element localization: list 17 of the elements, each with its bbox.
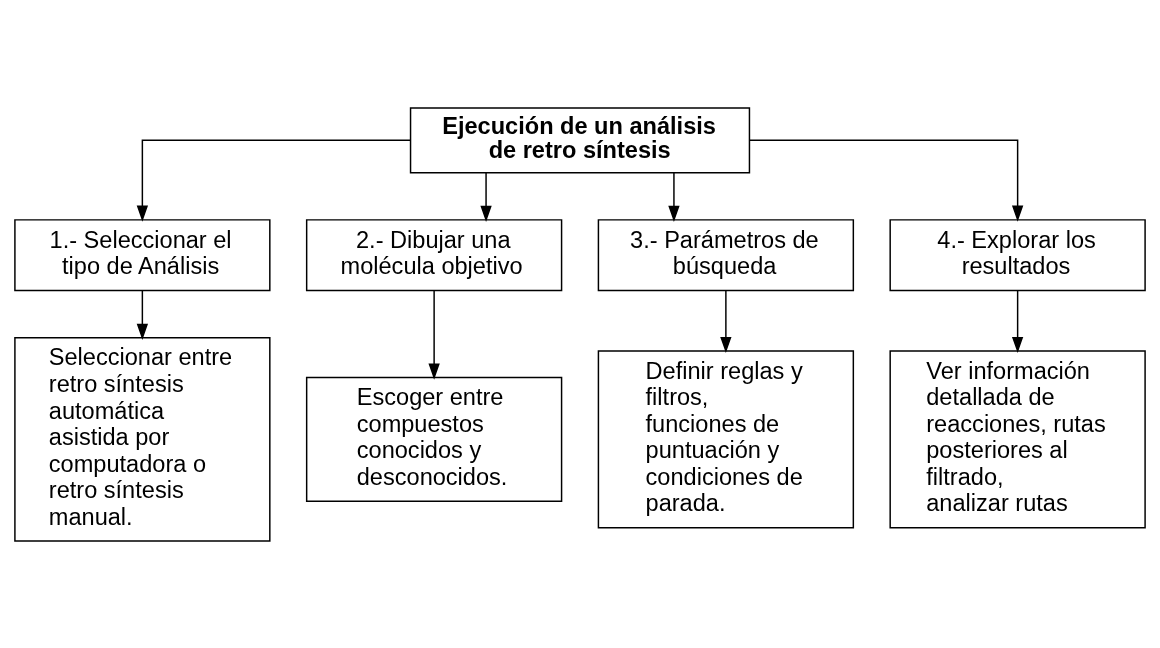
- node-box: 2.- Dibujar una molécula objetivo: [305, 218, 563, 291]
- arrow: [480, 171, 492, 222]
- arrow: [1011, 289, 1024, 353]
- arrow: [668, 171, 680, 222]
- node-box: Escoger entre compuestos conocidos y desconocidos.: [305, 376, 563, 502]
- arrow: [136, 139, 411, 222]
- node-box: Ejecución de un análisis de retro síntesis: [409, 106, 751, 173]
- node-box: Seleccionar entre retro síntesis automática asistida por computadora o retro síntesis manual.: [14, 336, 271, 542]
- node-box: 1.- Seleccionar el tipo de Análisis: [14, 218, 271, 291]
- node-box: 4.- Explorar los resultados: [889, 218, 1146, 291]
- arrow: [720, 289, 732, 353]
- node-box: Ver información detallada de reacciones, rutas posteriores al filtrado, analizar rutas: [889, 349, 1146, 529]
- arrow: [428, 289, 440, 380]
- node-box: 3.- Parámetros de búsqueda: [597, 218, 855, 291]
- arrow: [136, 289, 149, 340]
- node-box: Definir reglas y filtros, funciones de puntuación y condiciones de parada.: [597, 349, 855, 529]
- arrow: [749, 139, 1024, 222]
